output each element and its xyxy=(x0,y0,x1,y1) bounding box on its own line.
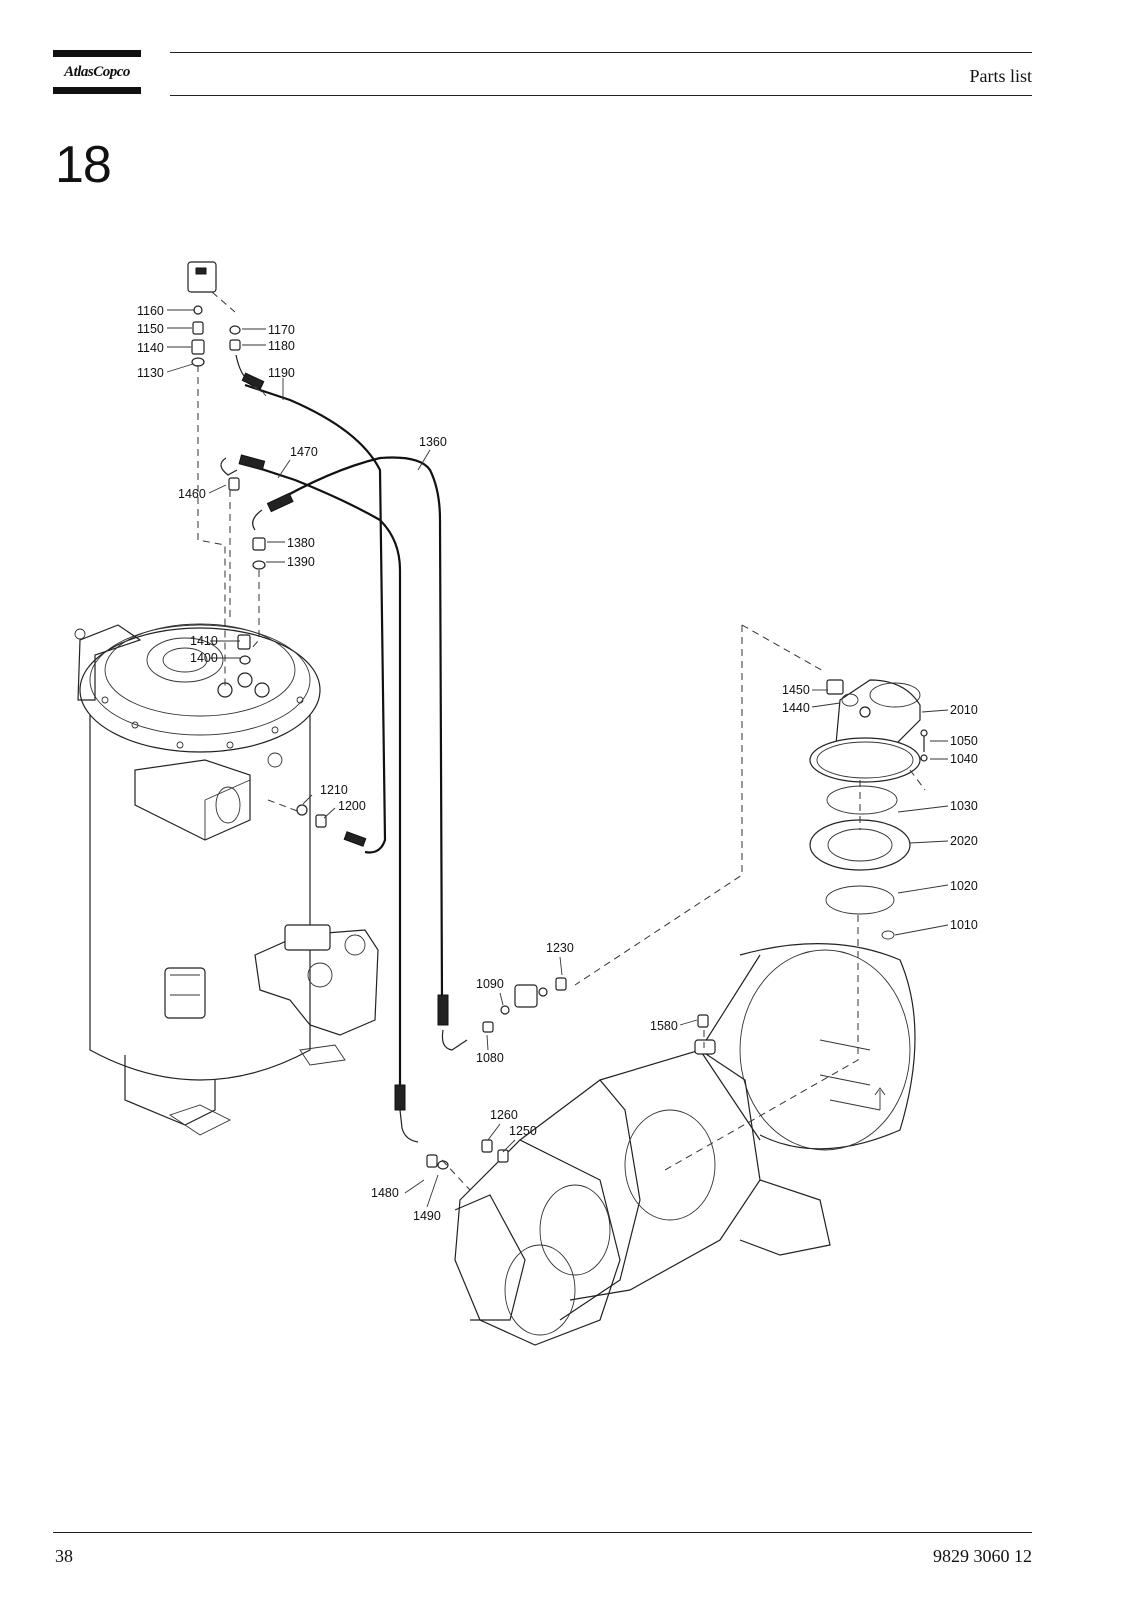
callout-1230: 1230 xyxy=(546,941,574,955)
callout-1200: 1200 xyxy=(338,799,366,813)
logo-bar-bottom xyxy=(53,87,141,94)
page-number: 38 xyxy=(55,1546,73,1566)
leader-lines xyxy=(166,309,949,1208)
callout-1410: 1410 xyxy=(190,634,218,648)
callout-1260: 1260 xyxy=(490,1108,518,1122)
section-title: Parts list xyxy=(969,66,1032,86)
callout-1080: 1080 xyxy=(476,1051,504,1065)
callout-1580: 1580 xyxy=(650,1019,678,1033)
header-rule-bottom xyxy=(170,95,1032,96)
footer-rule xyxy=(53,1532,1032,1533)
brand-logo: AtlasCopco xyxy=(53,50,141,94)
callout-1460: 1460 xyxy=(178,487,206,501)
callout-1090: 1090 xyxy=(476,977,504,991)
outlet-bend-assembly xyxy=(809,679,928,940)
callout-2010: 2010 xyxy=(950,703,978,717)
callout-1390: 1390 xyxy=(287,555,315,569)
callout-labels: 1160 1150 1140 1130 1170 1180 1190 1470 … xyxy=(137,304,978,1223)
header-rule-top xyxy=(170,52,1032,53)
callout-1250: 1250 xyxy=(509,1124,537,1138)
callout-1030: 1030 xyxy=(950,799,978,813)
callout-1470: 1470 xyxy=(290,445,318,459)
callout-1170: 1170 xyxy=(268,323,295,337)
logo-bar-top xyxy=(53,50,141,57)
callout-1450: 1450 xyxy=(782,683,810,697)
callout-1050: 1050 xyxy=(950,734,978,748)
callout-1190: 1190 xyxy=(268,366,295,380)
callout-1480: 1480 xyxy=(371,1186,399,1200)
compressor-element xyxy=(454,943,916,1346)
callout-1130: 1130 xyxy=(137,366,164,380)
document-number: 9829 3060 12 xyxy=(933,1546,1032,1566)
callout-1360: 1360 xyxy=(419,435,447,449)
centre-lines xyxy=(197,291,926,1191)
receiver-vessel xyxy=(74,623,379,1136)
callout-1010: 1010 xyxy=(950,918,978,932)
callout-1150: 1150 xyxy=(137,322,164,336)
callout-1180: 1180 xyxy=(268,339,295,353)
callout-1210: 1210 xyxy=(320,783,348,797)
callout-1160: 1160 xyxy=(137,304,164,318)
callout-1020: 1020 xyxy=(950,879,978,893)
callout-1140: 1140 xyxy=(137,341,164,355)
logo-wordmark: AtlasCopco xyxy=(64,64,130,80)
hoses xyxy=(238,372,468,1143)
callout-2020: 2020 xyxy=(950,834,978,848)
callout-1440: 1440 xyxy=(782,701,810,715)
callout-1040: 1040 xyxy=(950,752,978,766)
callout-1490: 1490 xyxy=(413,1209,441,1223)
small-fittings xyxy=(187,261,709,1170)
callout-1380: 1380 xyxy=(287,536,315,550)
callout-1400: 1400 xyxy=(190,651,218,665)
chapter-number: 18 xyxy=(55,136,112,194)
